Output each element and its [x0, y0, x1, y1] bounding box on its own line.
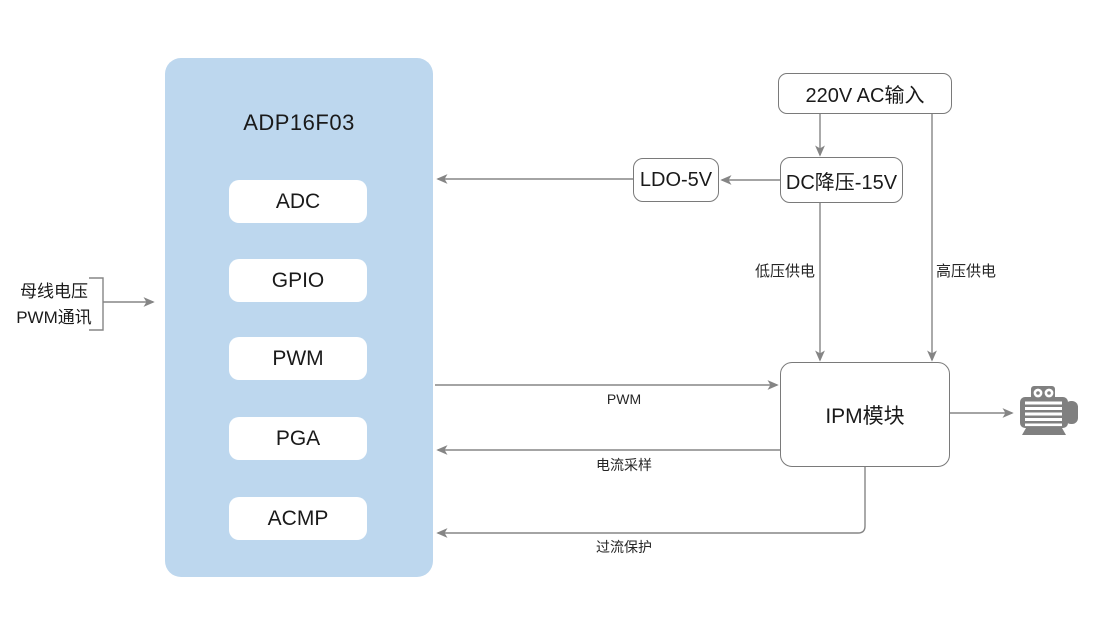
motor-icon — [1020, 386, 1078, 435]
overcurrent-label: 过流保护 — [596, 539, 652, 555]
chip-adp16f03: ADP16F03 ADC GPIO PWM PGA ACMP — [165, 58, 433, 577]
input-bracket — [89, 277, 104, 331]
high-voltage-supply-label: 高压供电 — [936, 263, 997, 280]
bus-voltage-label: 母线电压 — [20, 282, 88, 301]
pwm-signal-label: PWM — [606, 391, 642, 407]
box-ipm: IPM模块 — [780, 362, 950, 467]
bus-voltage-pwm-label: 母线电压 PWM通讯 — [8, 279, 100, 331]
chip-title: ADP16F03 — [243, 110, 355, 135]
low-voltage-supply-label: 低压供电 — [755, 263, 816, 280]
box-ac-input: 220V AC输入 — [778, 73, 952, 114]
chip-block-acmp: ACMP — [229, 497, 367, 540]
pwm-comm-label: PWM通讯 — [16, 308, 92, 327]
chip-block-adc: ADC — [229, 180, 367, 223]
box-dc-buck: DC降压-15V — [780, 157, 903, 203]
current-sample-label: 电流采样 — [596, 457, 652, 473]
chip-block-gpio: GPIO — [229, 259, 367, 302]
box-ldo: LDO-5V — [633, 158, 719, 202]
chip-block-pga: PGA — [229, 417, 367, 460]
chip-block-pwm: PWM — [229, 337, 367, 380]
arrow-overcurrent-to-chip — [436, 467, 866, 538]
